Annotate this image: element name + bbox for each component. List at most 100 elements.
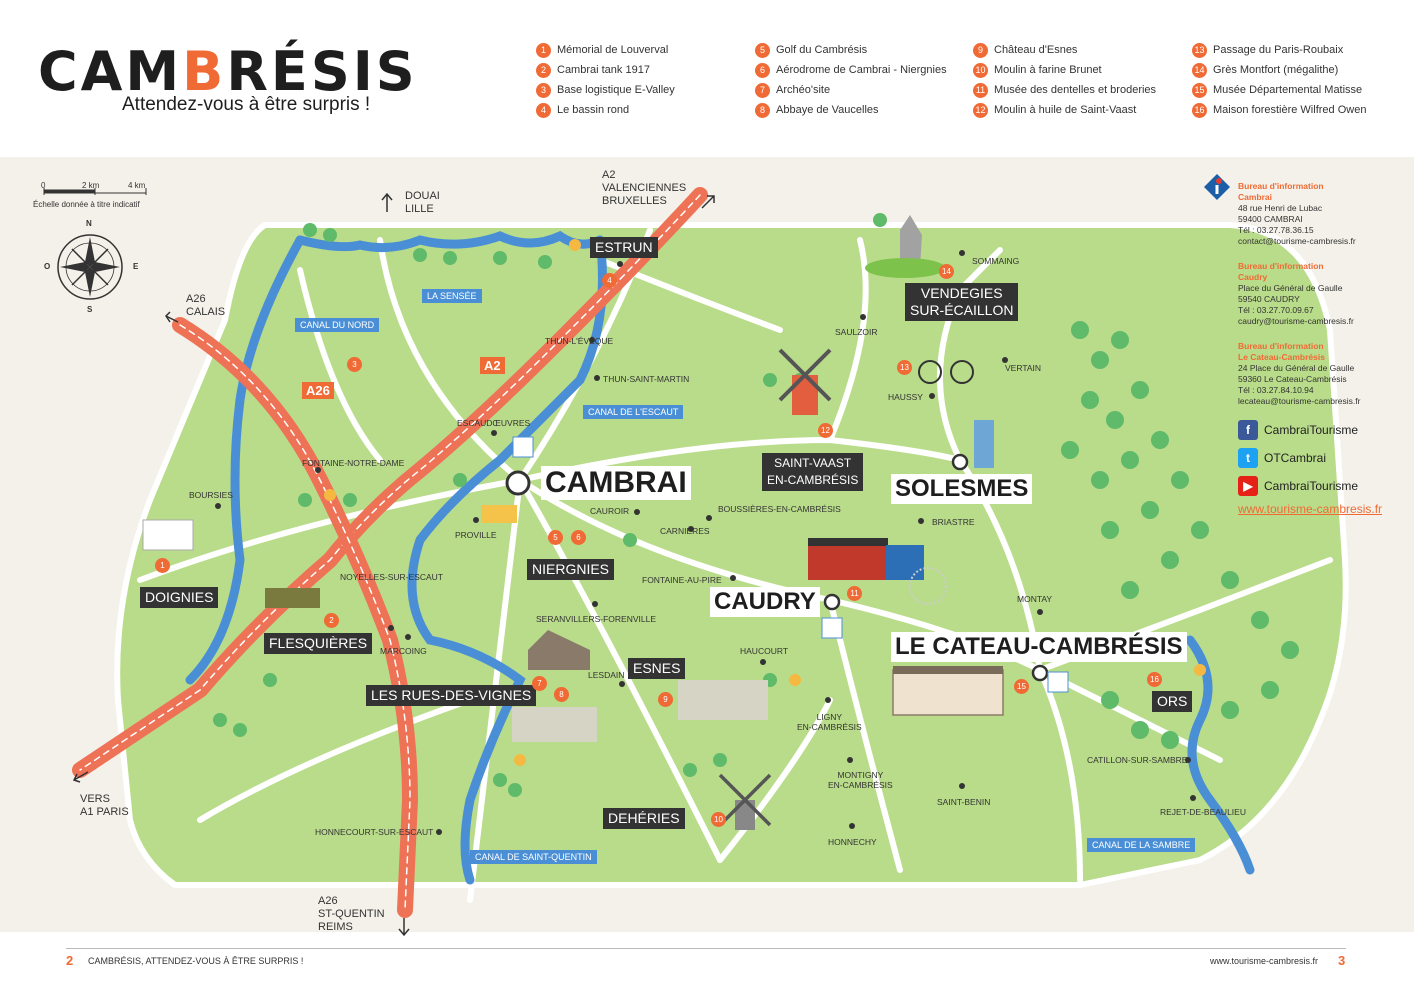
legend-label: Musée des dentelles et broderies	[994, 84, 1157, 96]
legend-label: Base logistique E-Valley	[557, 84, 675, 96]
legend-number: 14	[1192, 62, 1207, 78]
direction-line: VERS	[80, 793, 110, 805]
town-doignies: DOIGNIES	[140, 587, 219, 608]
footer-website[interactable]: www.tourisme-cambresis.fr	[1210, 956, 1319, 966]
poi-marker[interactable]: 1	[155, 558, 170, 573]
poi-marker[interactable]: 16	[1147, 672, 1162, 687]
village-line: EN-CAMBRÉSIS	[828, 780, 893, 790]
legend-item: 15 Musée Départemental Matisse	[1192, 80, 1362, 100]
twitter-icon: t	[1238, 448, 1258, 468]
village-seranvillers: SERANVILLERS-FORENVILLE	[536, 614, 656, 624]
village-dots	[215, 250, 1196, 835]
footer-text: CAMBRÉSIS, ATTENDEZ-VOUS À ÊTRE SURPRIS …	[88, 956, 304, 966]
village-boussieres: BOUSSIÈRES-EN-CAMBRÉSIS	[718, 504, 841, 514]
village-fontaine-au-pire: FONTAINE-AU-PIRE	[642, 575, 722, 585]
town-estrun: ESTRUN	[590, 237, 658, 258]
scattered-trees	[213, 213, 887, 797]
legend-number: 15	[1192, 82, 1207, 98]
poi-marker[interactable]: 4	[602, 273, 617, 288]
direction-line: A26	[318, 895, 338, 907]
poi-marker[interactable]: 15	[1014, 679, 1029, 694]
poi-marker[interactable]: 3	[347, 357, 362, 372]
poi-marker[interactable]: 11	[847, 586, 862, 601]
poi-marker[interactable]: 5	[548, 530, 563, 545]
legend-label: Maison forestière Wilfred Owen	[1213, 104, 1367, 116]
village-saulzoir: SAULZOIR	[835, 327, 878, 337]
legend-label: Moulin à huile de Saint-Vaast	[994, 104, 1137, 116]
scale-bar	[43, 188, 147, 195]
town-line: EN-CAMBRÉSIS	[767, 473, 859, 487]
office-email[interactable]: lecateau@tourisme-cambresis.fr	[1238, 396, 1361, 406]
poi-marker[interactable]: 7	[532, 676, 547, 691]
direction-line: A1 PARIS	[80, 806, 129, 818]
legend-number: 16	[1192, 102, 1207, 118]
poi-marker[interactable]: 6	[571, 530, 586, 545]
logo-part-c: RÉSIS	[226, 40, 418, 103]
town-cambrai: CAMBRAI	[541, 466, 691, 500]
waterways	[185, 230, 1255, 885]
office-le-cateau: Bureau d'information Le Cateau-Cambrésis…	[1238, 341, 1360, 407]
village-briastre: BRIASTRE	[932, 517, 975, 527]
logo-part-a: CAM	[38, 40, 183, 103]
village-line: EN-CAMBRÉSIS	[797, 722, 862, 732]
village-thun-saint-martin: THUN-SAINT-MARTIN	[603, 374, 690, 384]
poi-marker[interactable]: 2	[324, 613, 339, 628]
town-flesquieres: FLESQUIÈRES	[264, 633, 373, 654]
poi-marker[interactable]: 9	[658, 692, 673, 707]
poi-marker[interactable]: 8	[554, 687, 569, 702]
poi-marker[interactable]: 13	[897, 360, 912, 375]
canal-label-stquentin: CANAL DE SAINT-QUENTIN	[470, 850, 597, 864]
direction-line: REIMS	[318, 921, 353, 933]
legend-label: Golf du Cambrésis	[776, 44, 868, 56]
village-honnechy: HONNECHY	[828, 837, 877, 847]
office-title: Bureau d'information	[1238, 261, 1324, 271]
poi-marker[interactable]: 12	[818, 423, 833, 438]
legend-number: 12	[973, 102, 988, 118]
legend-number: 10	[973, 62, 988, 78]
website-link[interactable]: www.tourisme-cambresis.fr	[1238, 502, 1383, 516]
legend-label: Le bassin rond	[557, 104, 630, 116]
office-email[interactable]: contact@tourisme-cambresis.fr	[1238, 236, 1356, 246]
compass-north: N	[86, 219, 92, 228]
social-youtube[interactable]: ▶CambraiTourisme	[1238, 476, 1358, 496]
compass-rose	[57, 234, 123, 300]
office-postcode: 59360 Le Cateau-Cambrésis	[1238, 374, 1347, 384]
office-caudry: Bureau d'information Caudry Place du Gén…	[1238, 261, 1354, 327]
legend-number: 7	[755, 82, 770, 98]
office-email[interactable]: caudry@tourisme-cambresis.fr	[1238, 316, 1354, 326]
facebook-label: CambraiTourisme	[1264, 423, 1359, 437]
village-vertain: VERTAIN	[1005, 363, 1042, 373]
town-markers	[505, 453, 1049, 682]
town-deheries: DEHÉRIES	[603, 808, 685, 829]
legend-item: 12 Moulin à huile de Saint-Vaast	[973, 100, 1136, 120]
office-city: Caudry	[1238, 272, 1268, 282]
town-line: SUR-ÉCAILLON	[910, 302, 1014, 318]
legend-label: Archéo'site	[776, 84, 831, 96]
town-line: VENDEGIES	[920, 285, 1003, 301]
logo-part-b: B	[182, 40, 227, 103]
legend-item: 7 Archéo'site	[755, 80, 830, 100]
legend-number: 8	[755, 102, 770, 118]
village-honnecourt: HONNECOURT-SUR-ESCAUT	[315, 827, 434, 837]
legend-number: 1	[536, 42, 551, 58]
office-address: 48 rue Henri de Lubac	[1238, 203, 1323, 213]
poi-marker[interactable]: 14	[939, 264, 954, 279]
village-marcoing: MARCOING	[380, 646, 427, 656]
direction-line: A26	[186, 293, 206, 305]
poi-marker[interactable]: 10	[711, 812, 726, 827]
legend-number: 5	[755, 42, 770, 58]
village-escaudoeuvres: ESCAUDŒUVRES	[457, 418, 531, 428]
legend-label: Musée Départemental Matisse	[1213, 84, 1363, 96]
office-postcode: 59400 CAMBRAI	[1238, 214, 1303, 224]
forest	[1061, 321, 1299, 749]
legend-label: Moulin à farine Brunet	[994, 64, 1102, 76]
